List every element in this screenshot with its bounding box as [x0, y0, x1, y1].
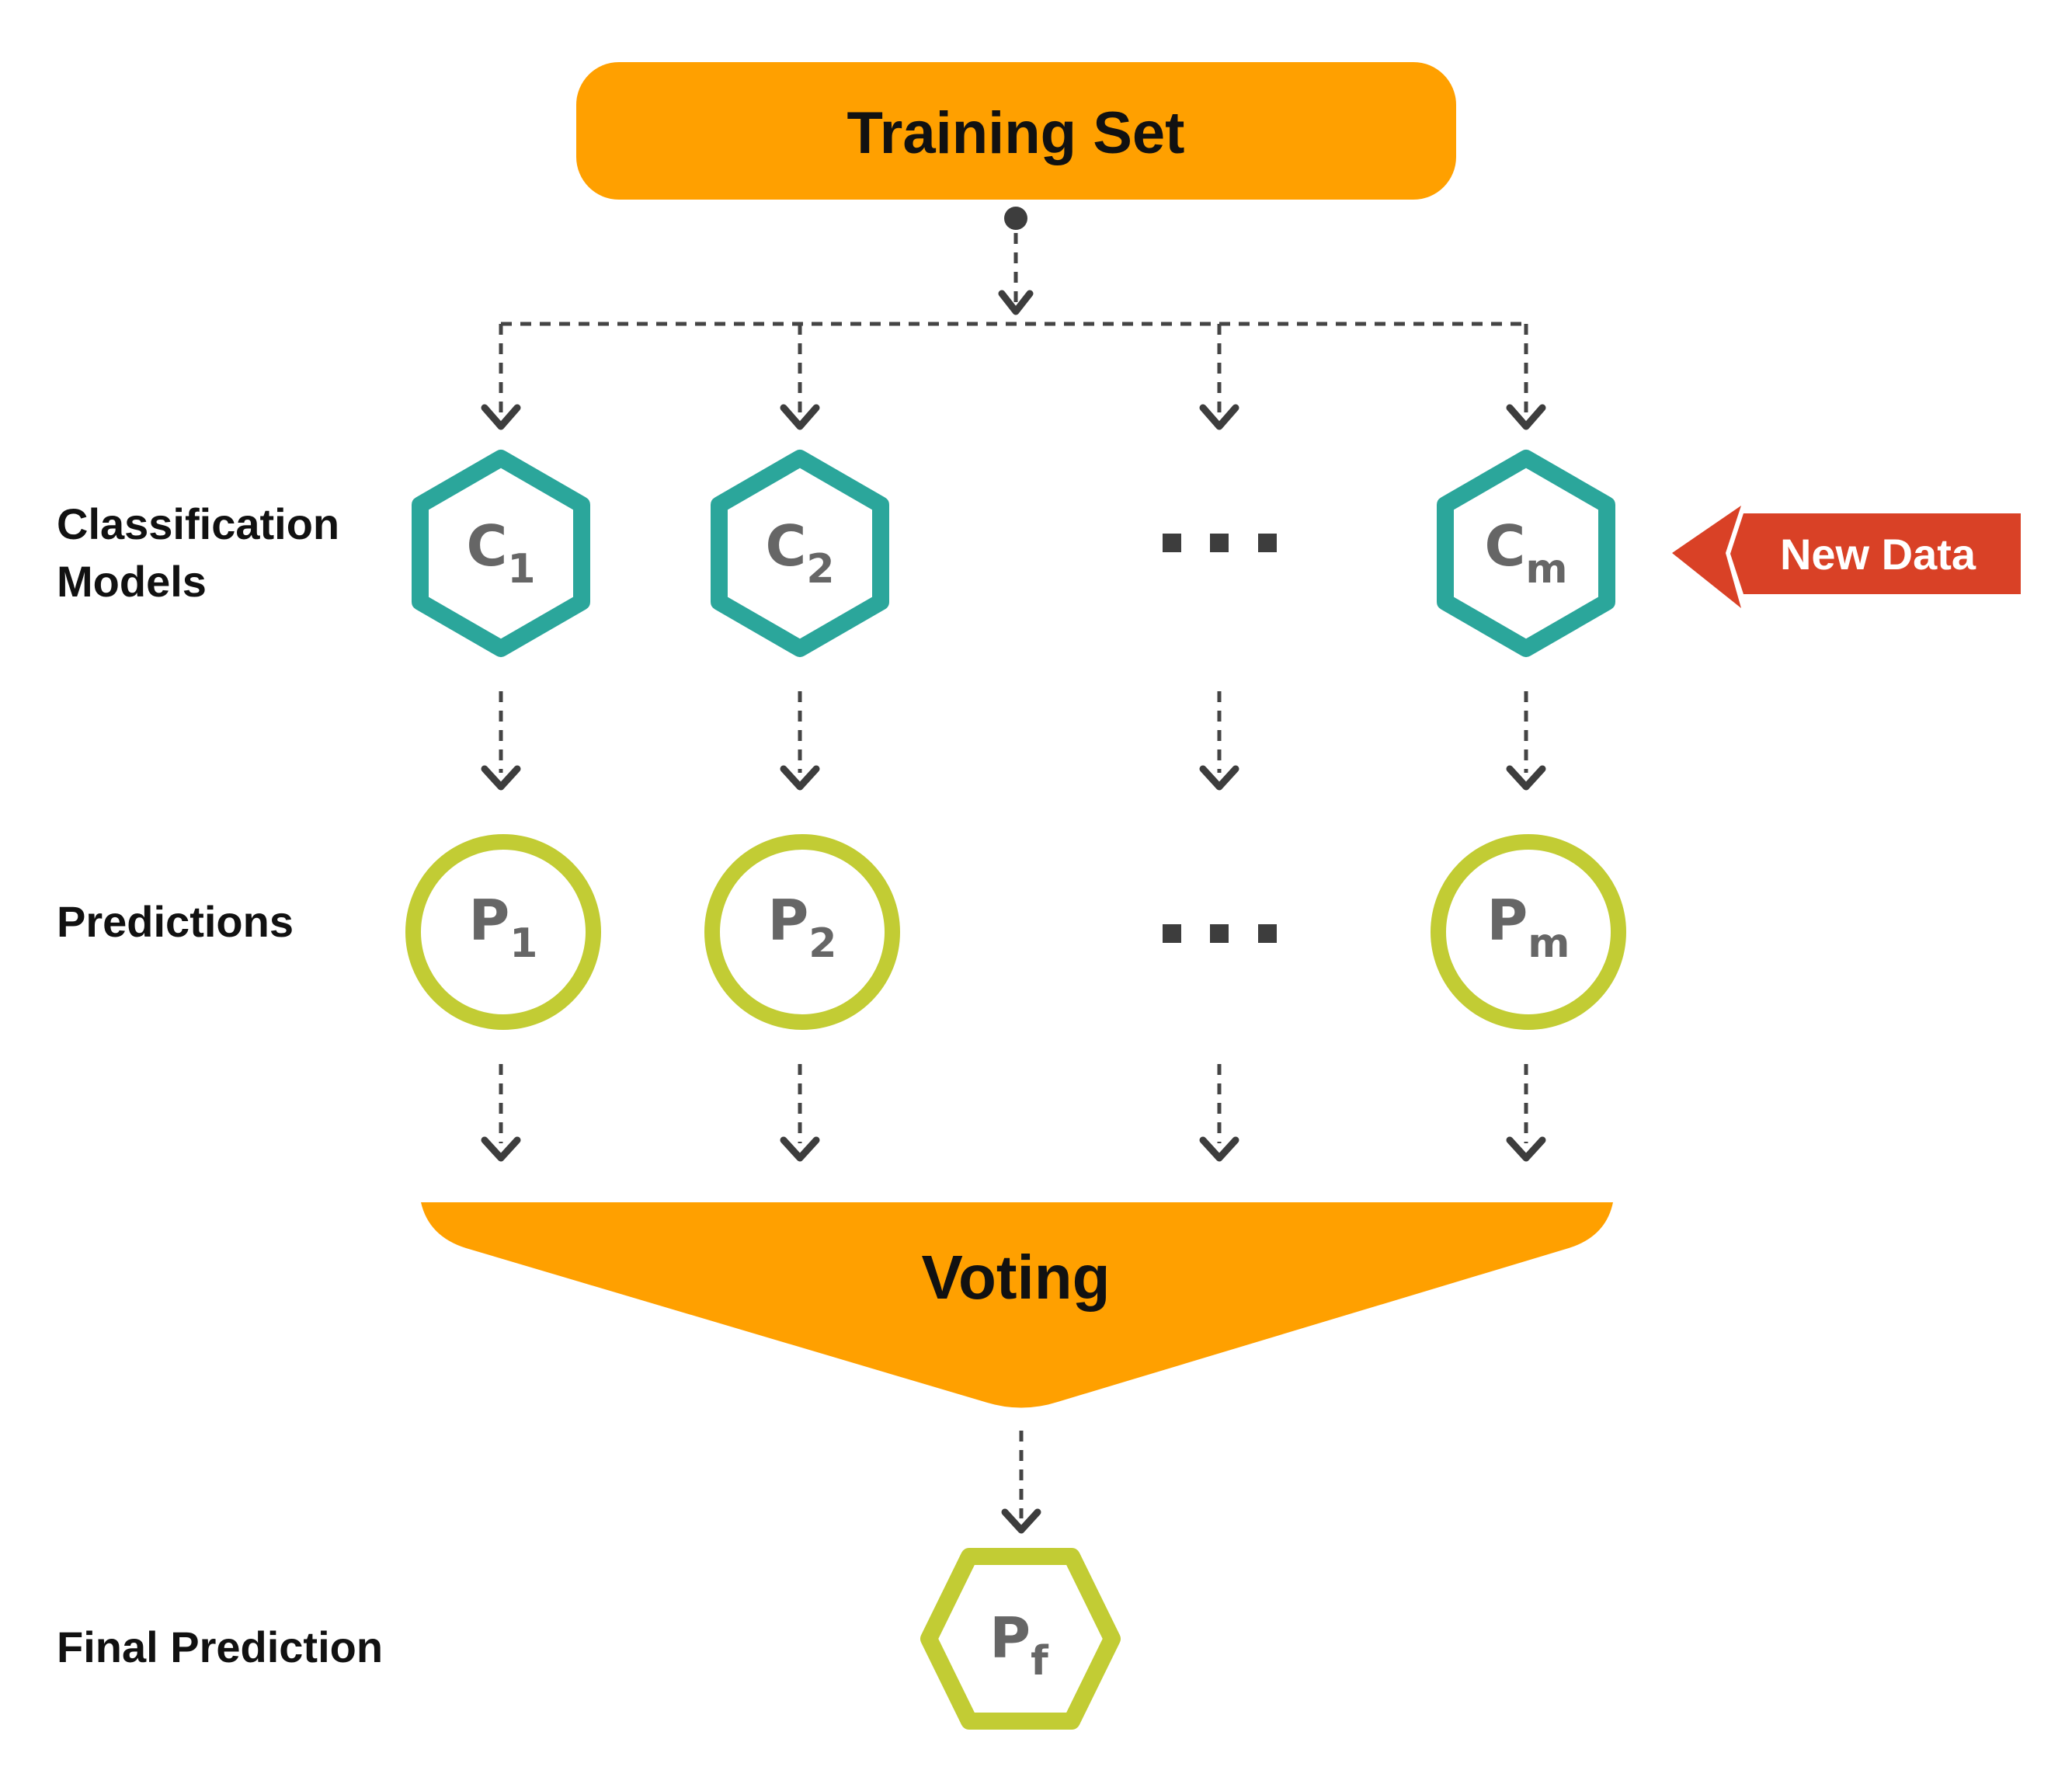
voting-to-final-connector	[1001, 1431, 1041, 1534]
final-prediction-label: Final Prediction	[57, 1622, 383, 1671]
svg-text:Pm: Pm	[1487, 888, 1570, 967]
classification-models-label-line2: Models	[57, 557, 207, 606]
predictions-label: Predictions	[57, 897, 294, 946]
prediction-2-subscript: 2	[808, 920, 836, 967]
arrowhead	[780, 765, 820, 791]
svg-text:P1: P1	[469, 888, 538, 967]
svg-text:Cm: Cm	[1484, 513, 1567, 593]
model-hexagon-1: C1	[412, 450, 590, 657]
prediction-m-letter: P	[1487, 888, 1528, 953]
arrowhead	[481, 1136, 521, 1162]
model-hexagon-m: Cm	[1437, 450, 1615, 657]
prediction-m-subscript: m	[1528, 920, 1570, 967]
arrowhead	[998, 290, 1034, 315]
voting-funnel: Voting	[421, 1202, 1613, 1408]
final-prediction-letter: P	[989, 1605, 1031, 1671]
prediction-circle-m: Pm	[1431, 834, 1626, 1030]
new-data-arrow-icon	[1672, 506, 1741, 608]
split-dot	[1004, 207, 1027, 230]
arrowhead	[1506, 765, 1546, 791]
arrowhead	[1001, 1508, 1041, 1534]
arrowhead	[780, 1136, 820, 1162]
model-2-letter: C	[765, 513, 806, 579]
final-prediction-hexagon: Pf	[920, 1548, 1121, 1730]
prediction-circle-1: P1	[405, 834, 601, 1030]
new-data-label: New Data	[1780, 530, 1976, 579]
arrowhead	[1199, 765, 1239, 791]
training-set-box: Training Set	[576, 62, 1456, 200]
model-hexagon-2: C2	[711, 450, 889, 657]
voting-label: Voting	[922, 1243, 1111, 1312]
split-connectors	[481, 207, 1546, 430]
prediction-2-letter: P	[768, 888, 809, 953]
model-2-subscript: 2	[806, 546, 834, 593]
classification-models-label-line1: Classification	[57, 499, 339, 548]
model-m-letter: C	[1484, 513, 1525, 579]
arrowhead	[481, 765, 521, 791]
arrowhead	[1506, 404, 1546, 430]
arrowhead	[780, 404, 820, 430]
final-prediction-subscript: f	[1031, 1638, 1049, 1685]
prediction-circle-2: P2	[704, 834, 900, 1030]
new-data-tag: New Data	[1672, 506, 2021, 608]
arrowhead	[1199, 404, 1239, 430]
model-m-subscript: m	[1525, 546, 1567, 593]
svg-text:Pf: Pf	[989, 1605, 1049, 1685]
model-ellipsis	[1163, 534, 1277, 552]
svg-text:C1: C1	[466, 513, 535, 593]
model-1-letter: C	[466, 513, 507, 579]
prediction-1-letter: P	[469, 888, 510, 953]
model-to-prediction-connectors	[481, 691, 1546, 791]
arrowhead	[1199, 1136, 1239, 1162]
arrowhead	[481, 404, 521, 430]
prediction-1-subscript: 1	[509, 920, 537, 967]
svg-text:P2: P2	[768, 888, 837, 967]
prediction-ellipsis	[1163, 924, 1277, 943]
svg-text:C2: C2	[765, 513, 834, 593]
training-set-label: Training Set	[847, 100, 1185, 166]
arrowhead	[1506, 1136, 1546, 1162]
model-1-subscript: 1	[507, 546, 535, 593]
prediction-to-voting-connectors	[481, 1064, 1546, 1162]
